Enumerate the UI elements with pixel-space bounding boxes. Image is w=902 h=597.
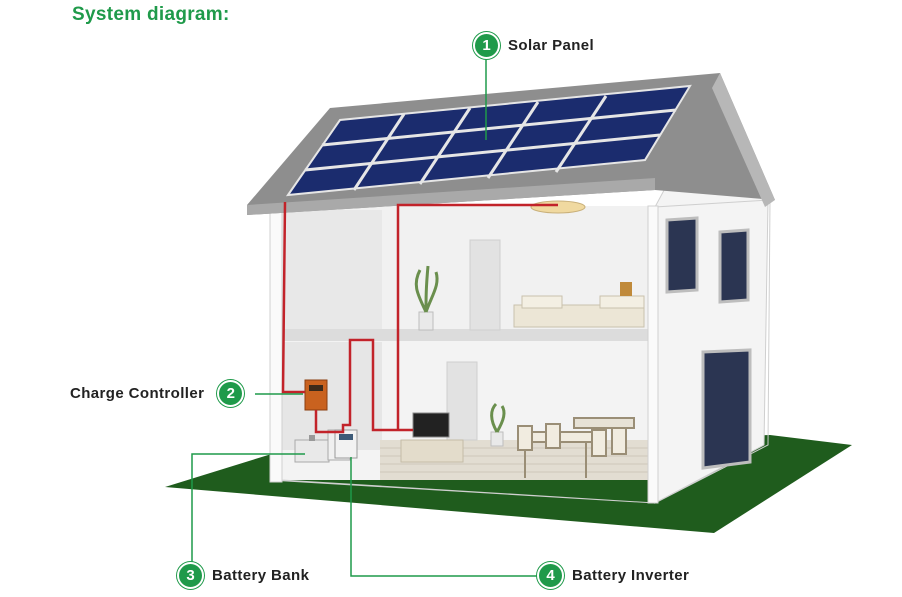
door (446, 361, 478, 441)
front-edge (647, 205, 659, 504)
callout-battery-inverter: 4 Battery Inverter (537, 562, 689, 589)
floor-slab (282, 329, 655, 341)
charge-controller-unit (304, 379, 328, 411)
door (469, 239, 501, 331)
plant (414, 265, 439, 331)
front-edge (269, 211, 283, 483)
roof-eave (712, 73, 775, 207)
callout-solar-panel: 1 Solar Panel (473, 32, 594, 59)
callout-label: Charge Controller (70, 385, 205, 402)
dining-set (517, 417, 635, 478)
callout-leaders (191, 58, 537, 577)
tv (400, 412, 464, 463)
callout-number-badge: 3 (177, 562, 204, 589)
roof-edge (247, 178, 655, 215)
side-window (665, 216, 752, 470)
plant (490, 402, 506, 447)
callout-charge-controller: Charge Controller 2 (70, 380, 245, 407)
callout-number-badge: 2 (217, 380, 245, 407)
callout-label: Battery Inverter (572, 567, 690, 584)
bed (513, 282, 645, 328)
ceiling-lamp (530, 200, 586, 214)
solar-panel (285, 84, 692, 197)
battery-inverter-unit (334, 429, 358, 459)
callout-number-badge: 1 (473, 32, 500, 59)
partition-wall (282, 210, 382, 330)
callout-label: Solar Panel (508, 37, 595, 54)
callout-battery-bank: 3 Battery Bank (177, 562, 309, 589)
callout-label: Battery Bank (212, 567, 310, 584)
wiring (281, 201, 558, 434)
callout-number-badge: 4 (537, 562, 564, 589)
diagram-title: System diagram: (72, 4, 230, 25)
